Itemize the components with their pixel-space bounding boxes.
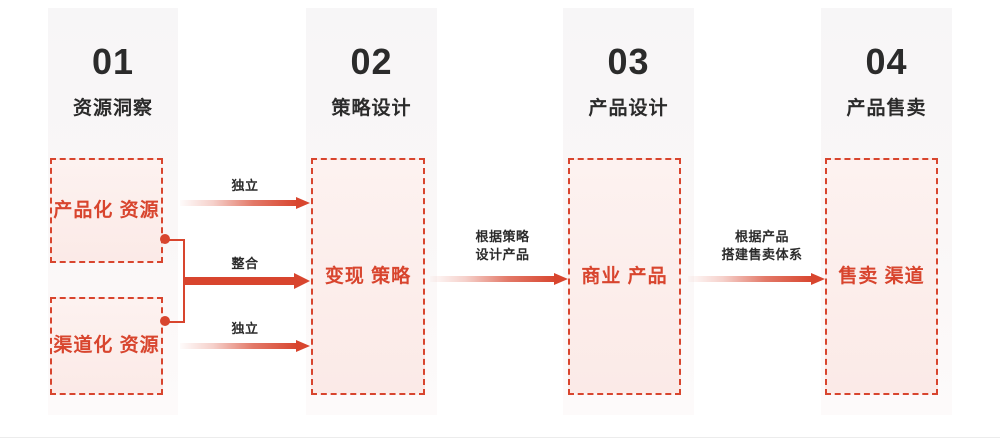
connector-label-design-product: 根据策略 设计产品 (475, 229, 530, 262)
arrow-build-sales (688, 273, 825, 285)
node-label: 售卖 渠道 (838, 265, 925, 287)
bracket-top-line (167, 239, 185, 241)
arrow-head-icon (296, 340, 310, 352)
node-commercial-product[interactable]: 商业 产品 (568, 158, 681, 395)
arrow-duli-top (180, 197, 310, 209)
arrow-head-icon (554, 273, 568, 285)
column-number-3: 03 (607, 41, 650, 82)
arrow-zhenghe (183, 273, 310, 289)
arrow-design-product (430, 273, 568, 285)
node-label: 产品化 资源 (53, 199, 160, 221)
column-title-3: 产品设计 (588, 98, 669, 119)
column-title-4: 产品售卖 (846, 98, 927, 119)
connector-label-zhenghe: 整合 (231, 256, 259, 271)
node-monetization-strategy[interactable]: 变现 策略 (311, 158, 425, 395)
bottom-divider (0, 437, 1000, 438)
node-sales-channel[interactable]: 售卖 渠道 (825, 158, 938, 395)
bracket-bottom-line (167, 321, 185, 323)
arrow-head-icon (296, 197, 310, 209)
column-number-1: 01 (91, 41, 135, 82)
node-label: 渠道化 资源 (53, 335, 160, 357)
connector-dot-top (160, 234, 170, 244)
arrow-shaft (688, 276, 813, 282)
node-label: 变现 策略 (324, 265, 412, 287)
node-channel-resource[interactable]: 渠道化 资源 (50, 297, 163, 395)
node-product-resource[interactable]: 产品化 资源 (50, 158, 163, 263)
node-label: 商业 产品 (581, 265, 668, 287)
arrow-shaft (180, 200, 298, 206)
connector-dot-bottom (160, 316, 170, 326)
connector-label-duli-bottom: 独立 (231, 321, 259, 336)
column-number-4: 04 (865, 41, 908, 82)
arrow-shaft (183, 277, 296, 285)
arrow-duli-bottom (180, 340, 310, 352)
arrow-shaft (180, 343, 298, 349)
arrow-head-icon (294, 273, 310, 289)
arrow-head-icon (811, 273, 825, 285)
arrow-shaft (430, 276, 556, 282)
column-title-2: 策略设计 (331, 98, 412, 119)
column-number-2: 02 (350, 41, 393, 82)
connector-label-build-sales: 根据产品 搭建售卖体系 (721, 229, 803, 262)
bracket-connector-integration (163, 238, 185, 324)
connector-label-duli-top: 独立 (231, 178, 259, 193)
column-title-1: 资源洞察 (72, 98, 153, 119)
